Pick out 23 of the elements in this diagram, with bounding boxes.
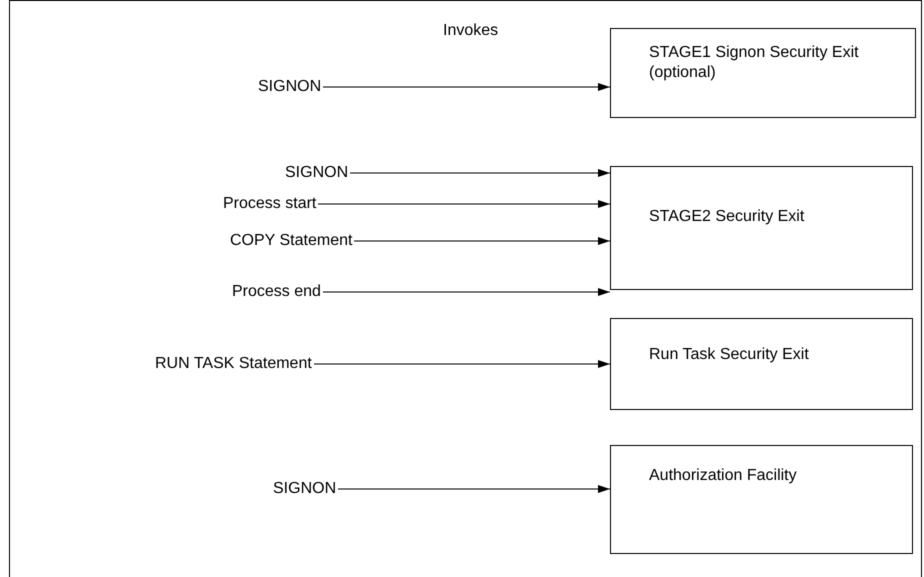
event-label: Process end: [232, 283, 321, 301]
event-label: SIGNON: [285, 164, 348, 182]
box-text: STAGE1 Signon Security Exit (optional): [649, 43, 860, 83]
process-box: [610, 318, 913, 410]
arrow: [322, 83, 610, 91]
arrow: [354, 237, 610, 245]
process-box: [610, 166, 913, 290]
process-box: [610, 28, 916, 118]
column-heading: Invokes: [443, 22, 498, 40]
arrow: [350, 169, 610, 177]
box-text: Run Task Security Exit: [649, 345, 810, 365]
event-label: Process start: [223, 195, 316, 213]
process-box: [610, 445, 913, 554]
arrow: [318, 200, 610, 208]
event-label: SIGNON: [258, 78, 322, 96]
box-text: Authorization Facility: [649, 466, 798, 486]
event-label: SIGNON: [273, 480, 336, 498]
event-label: RUN TASK Statement: [155, 355, 312, 373]
event-label: COPY Statement: [230, 232, 352, 250]
box-text: STAGE2 Security Exit: [649, 207, 806, 227]
arrow: [322, 288, 610, 296]
arrow: [314, 360, 610, 368]
arrow: [338, 485, 610, 493]
